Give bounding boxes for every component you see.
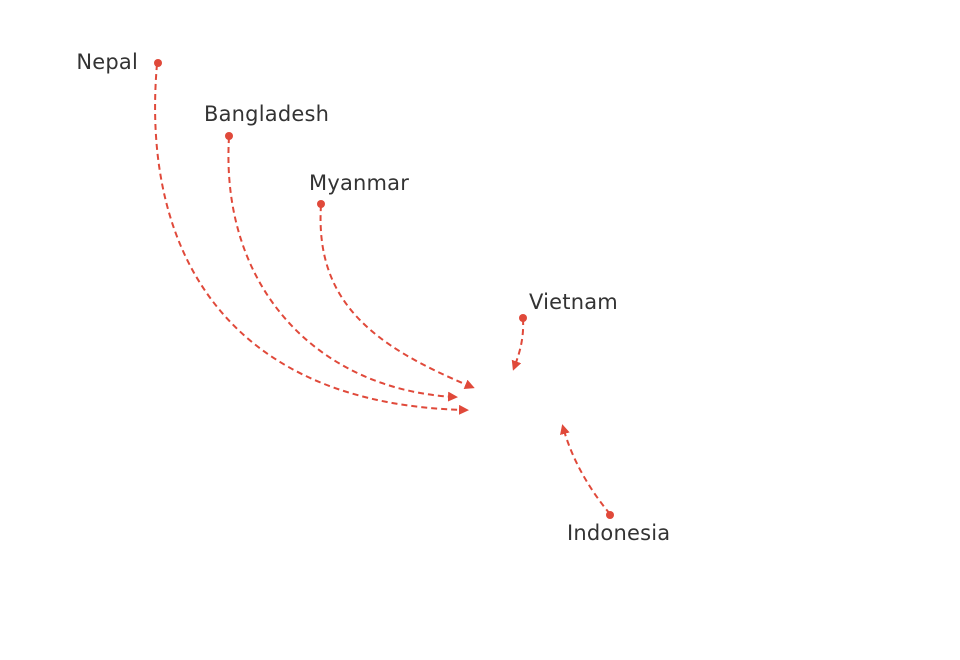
origin-myanmar: Myanmar xyxy=(309,171,475,389)
route-nepal-arrow xyxy=(154,63,469,415)
origin-dot-bangladesh xyxy=(225,132,233,140)
origin-label-bangladesh: Bangladesh xyxy=(204,102,329,126)
origin-dot-nepal xyxy=(154,59,162,67)
origin-label-myanmar: Myanmar xyxy=(309,171,409,195)
origin-nepal: Nepal xyxy=(76,50,469,415)
origin-vietnam: Vietnam xyxy=(511,290,618,371)
route-bangladesh-arrow xyxy=(227,136,458,402)
origin-bangladesh: Bangladesh xyxy=(204,102,458,402)
origin-dot-myanmar xyxy=(317,200,325,208)
origin-label-nepal: Nepal xyxy=(76,50,138,74)
route-vietnam-arrow xyxy=(511,318,525,371)
origin-indonesia: Indonesia xyxy=(560,424,670,545)
route-myanmar-arrow xyxy=(319,204,475,389)
origin-dot-indonesia xyxy=(606,511,614,519)
origin-label-indonesia: Indonesia xyxy=(567,521,670,545)
origin-label-vietnam: Vietnam xyxy=(529,290,618,314)
origin-dot-vietnam xyxy=(519,314,527,322)
route-indonesia-arrow xyxy=(560,424,611,515)
